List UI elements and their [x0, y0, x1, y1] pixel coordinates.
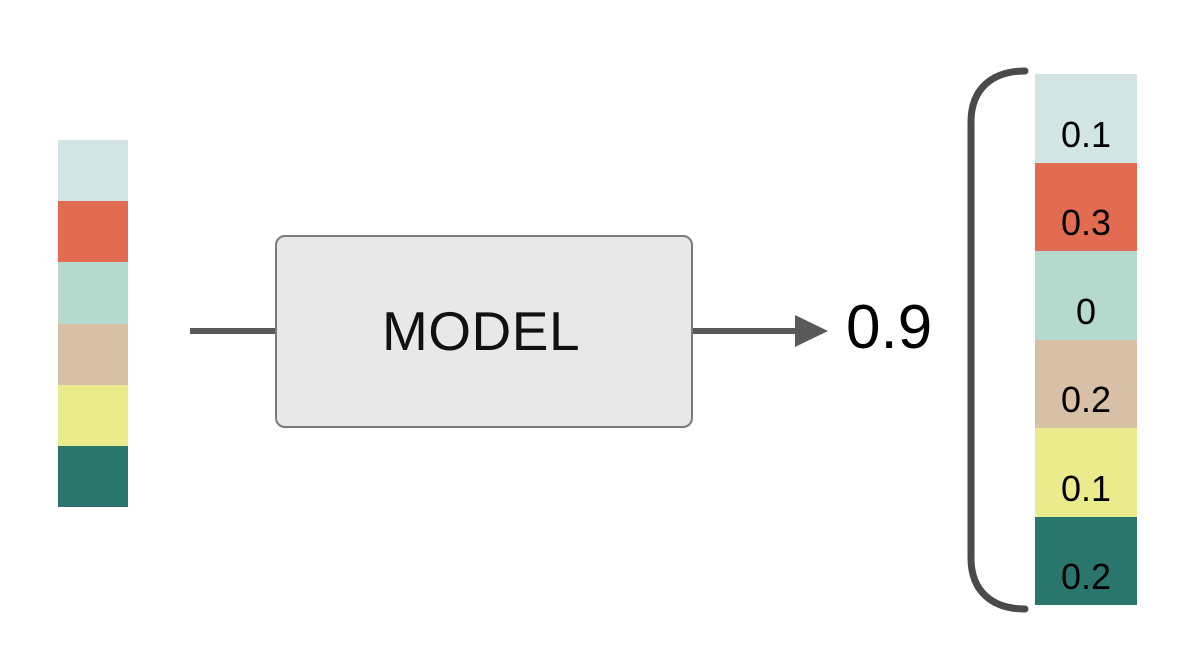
input-connector-line — [190, 328, 278, 334]
output-vector-cell-1: 0.3 — [1035, 162, 1137, 251]
output-vector-cell-5-value: 0.2 — [1060, 556, 1112, 597]
arrow-right-icon — [693, 315, 828, 347]
output-vector-cell-2-value: 0 — [1075, 290, 1097, 332]
arrow-shaft — [693, 328, 798, 334]
model-box: MODEL — [275, 235, 693, 428]
output-scalar-value: 0.9 — [846, 293, 933, 362]
output-vector-cell-4-value: 0.1 — [1060, 467, 1112, 509]
output-vector-cell-5: 0.2 — [1035, 516, 1137, 605]
output-vector: 0.1 0.3 0 0.2 0.1 0.2 — [1035, 74, 1137, 605]
input-vector-cell-0 — [58, 140, 128, 202]
output-vector-cell-3: 0.2 — [1035, 339, 1137, 428]
input-vector-cell-2 — [58, 262, 128, 324]
output-vector-cell-0: 0.1 — [1035, 74, 1137, 163]
input-vector-cell-5 — [58, 445, 128, 508]
left-bracket-icon — [963, 66, 1033, 614]
output-vector-cell-4: 0.1 — [1035, 428, 1137, 517]
input-vector-cell-3 — [58, 323, 128, 385]
output-vector-cell-1-value: 0.3 — [1060, 202, 1112, 243]
output-vector-cell-0-value: 0.1 — [1060, 113, 1112, 155]
output-vector-cell-2: 0 — [1035, 251, 1137, 340]
arrow-head — [795, 315, 828, 347]
input-vector — [58, 140, 128, 508]
input-vector-cell-4 — [58, 384, 128, 446]
input-vector-cell-1 — [58, 201, 128, 263]
model-label: MODEL — [381, 300, 581, 362]
output-vector-cell-3-value: 0.2 — [1060, 379, 1112, 420]
